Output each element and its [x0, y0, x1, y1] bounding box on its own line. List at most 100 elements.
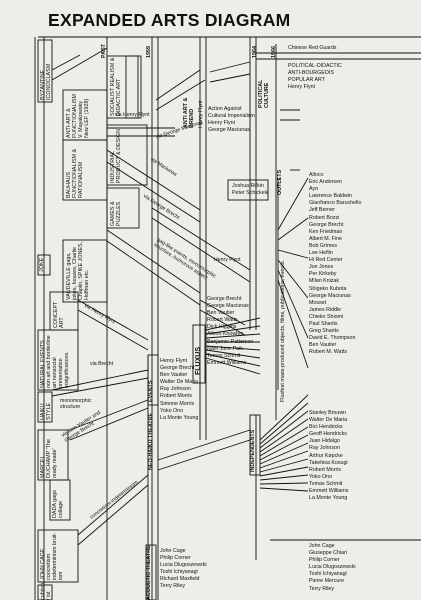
acoustic-right-item: Philip Corner [309, 557, 340, 564]
industrial-label: INDUSTRIAL PRODUCT & DESIGN [110, 129, 122, 183]
neo-haiku-item: Henry Flynt [160, 358, 188, 364]
fluxus-item: Nam June Paik [207, 345, 243, 352]
fluxus-item: Dick Higgins [207, 324, 237, 331]
neo-haiku-item: Robert Morris [160, 393, 193, 400]
john-cage-label: JOHN CAGE concretism indeterminism bruit… [40, 532, 64, 580]
outlets-item: Lawrence Baldwin [309, 193, 352, 200]
acoustic-left-item: Philip Corner [160, 555, 191, 562]
timeline-1964: 1964 [252, 46, 258, 58]
outlets-item: Robert M. Watts [309, 349, 348, 356]
independents-item: Yoko Ono [309, 473, 333, 480]
acoustic-left-item: Richard Maxfield [160, 576, 200, 583]
neo-haiku-list: Henry Flynt George Brecht Ben Vautier Wa… [160, 358, 198, 422]
political-didactic-line: ANTI-BOURGEOIS [288, 70, 334, 77]
fluxus-henry-flynt: Henry Flynt [214, 257, 241, 263]
anti-art-label: ANTI-ART & FUNCTIONALISM V. Mayakowsky N… [66, 93, 90, 138]
rifkin-line: Joshua Rifkin [232, 183, 264, 189]
acoustic-left-item: Toshi Ichiyanagi [160, 569, 198, 576]
acoustic-left-item: John Cage [160, 548, 186, 554]
natural-events-label: NATURAL EVENTS non art and borderline ar… [40, 335, 70, 388]
outlets-item: Gianfranco Baruchello [309, 200, 362, 207]
fluxus-item: Robert Watts [207, 317, 238, 324]
vaudeville-label: VAUDEVILLE gags, jokes, hoaxes, Charlie … [66, 241, 90, 300]
independents-item: Tomas Schmit [309, 480, 343, 487]
fluxus-list: George Brecht George Maciunas Ben Vautie… [207, 296, 253, 367]
independents-item: Arthur Køpcke [309, 452, 343, 459]
events-label: EVENTS [148, 380, 154, 402]
fluxus-item: George Brecht [207, 296, 242, 302]
outlets-item: Joe Jones [309, 264, 334, 271]
outlets-label: OUTLETS [277, 169, 283, 195]
independents-item: Ray Johnson [309, 445, 340, 452]
games-label: GAMES & PUZZLES [110, 201, 122, 226]
outlets-item: Robert Bozzi [309, 214, 340, 221]
page-title: EXPANDED ARTS DIAGRAM [48, 10, 291, 30]
acoustic-right-item: Pierre Mercure [309, 578, 345, 585]
outlets-item: Ken Friedman [309, 228, 343, 235]
independents-item: Emmett Williams [309, 488, 349, 495]
fluxus-item: Emmett Williams [207, 359, 247, 366]
haiku-label: HAIKU STYLE [40, 402, 52, 420]
action-against-line: George Maciunas [208, 127, 250, 134]
outlets-item: Ayo [309, 186, 319, 193]
outlets-item: Eric Andersen [309, 179, 342, 186]
timeline-1959: 1959 [146, 46, 152, 58]
outlets-item: Paul Sharits [309, 320, 338, 327]
independents-item: Stanley Brouwn [309, 410, 347, 416]
independents-item: Juan Hidalgo [309, 438, 340, 445]
acoustic-right-list: John Cage Giuseppe Chiari Philip Corner … [309, 543, 356, 593]
political-didactic-line: Henry Flynt [288, 84, 316, 91]
via-flynt-1: via Henry Flynt [115, 112, 150, 118]
action-against-list: Action Against Cultural Imperialism Henr… [208, 106, 255, 134]
outlets-item: George Maciunas [309, 292, 351, 299]
outlets-item: David E. Thompson [309, 335, 356, 342]
outlets-item: Greg Sharits [309, 328, 339, 335]
outlets-item: Milan Knizak [309, 278, 340, 285]
political-didactic-line: POPULAR ART [288, 77, 325, 84]
outlets-item: Shigeko Kubota [309, 285, 347, 292]
fluxfest-label: Fluxfest mass-produced objects, films, p… [280, 259, 286, 402]
socialist-label: SOCIALIST REALISM & DIDACTIC ART [110, 57, 122, 116]
timeline-1966: 1966 [271, 46, 277, 58]
outlets-item: Lee Heflin [309, 250, 333, 257]
outlets-item: Alloco [309, 172, 324, 178]
action-against-line: Cultural Imperialism [208, 113, 255, 120]
neo-haiku-item: Walter De Maria [160, 379, 199, 386]
fluxus-item: Benjamin Patterson [207, 338, 254, 345]
neo-haiku-item: Ray Johnson [160, 386, 191, 393]
byzantine-label: BYZANTINE ICONOCLASM [40, 63, 52, 100]
independents-item: Takehisa Kosugi [309, 459, 348, 466]
rifkin-line: Peter Schickele [232, 190, 269, 197]
neo-haiku-item: La Monte Young [160, 414, 199, 421]
marcel-label: MARCEL DUCHAMP 'The ready made' [40, 439, 58, 478]
acoustic-left-item: Lucia Dlugoszewski [160, 562, 207, 569]
outlets-item: Jeff Berner [309, 207, 335, 214]
cubism-label: cubism / ist [40, 582, 52, 600]
concept-art-label: CONCEPT ART [53, 301, 65, 328]
outlets-item: Mosset [309, 299, 327, 306]
outlets-item: Ben Vautier [309, 342, 337, 349]
independents-item: Walter De Maria [309, 417, 348, 424]
action-against-line: Action Against [208, 106, 242, 112]
independents-item: La Monte Young [309, 495, 348, 502]
acoustic-right-item: Toshi Ichiyanagi [309, 571, 347, 578]
dada-label: DADA gags collage [52, 490, 64, 518]
joke-label: JOKE [39, 257, 45, 272]
acoustic-label: ACOUSTIC THEATRE [146, 545, 152, 600]
independents-list: Stanley Brouwn Walter De Maria Bici Hend… [309, 410, 348, 502]
political-didactic-line: POLITICAL-DIDACTIC [288, 63, 342, 69]
acoustic-right-item: Giuseppe Chiari [309, 550, 347, 557]
neo-haiku-item: George Brecht [160, 365, 195, 372]
acoustic-left-item: Terry Riley [160, 583, 186, 590]
acoustic-right-item: Terry Riley [309, 585, 335, 592]
action-against-line: Henry Flynt [208, 120, 236, 127]
independents-item: Robert Morris [309, 466, 342, 473]
neo-haiku-item: Simone Morris [160, 400, 195, 407]
neo-haiku-item: Yoko Ono [160, 407, 184, 414]
independents-label: INDEPENDENTS [250, 429, 256, 472]
fluxus-item: Alison Knowles [207, 331, 243, 338]
neo-haiku-label: NEO-HAIKU THEATRE [148, 412, 154, 470]
rifkin-list: Joshua Rifkin Peter Schickele [232, 183, 269, 197]
outlets-item: Albert M. Fine [309, 235, 342, 242]
independents-item: Geoff Hendricks [309, 431, 347, 438]
